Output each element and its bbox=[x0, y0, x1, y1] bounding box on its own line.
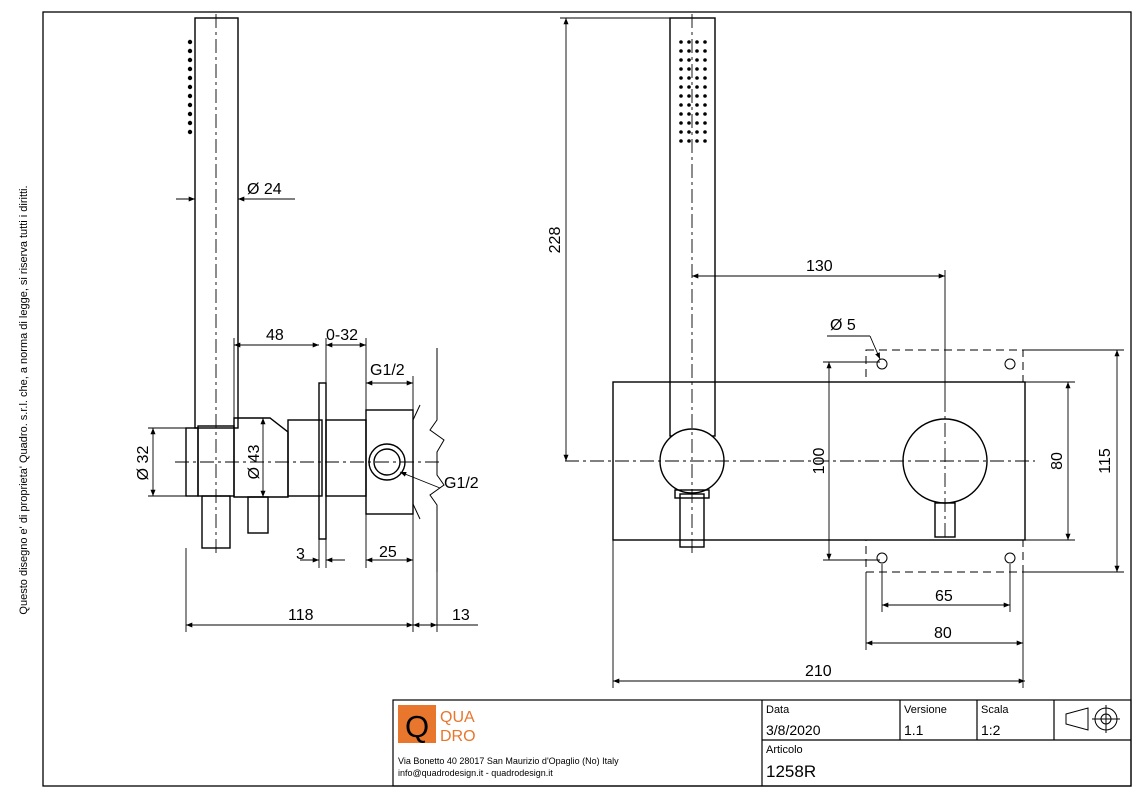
drawing-frame bbox=[42, 11, 1132, 787]
title-block bbox=[392, 699, 1132, 787]
dim-plate-width-210: 210 bbox=[805, 663, 832, 680]
fixing-hole-br bbox=[1004, 552, 1016, 564]
articolo-value: 1258R bbox=[766, 762, 816, 781]
dim-connection-side: G1/2 bbox=[444, 475, 479, 492]
dim-connection-top: G1/2 bbox=[370, 362, 405, 379]
company-contact: info@quadrodesign.it - quadrodesign.it bbox=[398, 768, 553, 778]
dim-body-80-vertical: 80 bbox=[1049, 452, 1066, 470]
dim-back-13: 13 bbox=[452, 607, 470, 624]
articolo-label: Articolo bbox=[766, 744, 803, 756]
dim-holes-65: 65 bbox=[935, 588, 953, 605]
front-view bbox=[612, 17, 1026, 573]
dim-centers-130: 130 bbox=[806, 258, 833, 275]
mixer-neck bbox=[325, 419, 367, 497]
data-label: Data bbox=[766, 704, 790, 716]
front-nozzle-dots bbox=[679, 40, 707, 143]
dim-adjust-0-32: 0-32 bbox=[326, 327, 358, 344]
holder-body bbox=[197, 425, 235, 497]
dim-overall-115: 115 bbox=[1097, 448, 1114, 474]
dim-hand-shower-diameter: Ø 24 bbox=[247, 181, 282, 198]
side-dimension-lines bbox=[148, 196, 478, 632]
fixing-hole-tr bbox=[1004, 358, 1016, 370]
company-address: Via Bonetto 40 28017 San Maurizio d'Opag… bbox=[398, 756, 619, 766]
scala-label: Scala bbox=[981, 704, 1009, 716]
logo-text-top: QUA bbox=[440, 709, 475, 726]
projection-symbol-icon bbox=[1065, 705, 1120, 733]
dim-body-80-horizontal: 80 bbox=[934, 625, 952, 642]
wall-break-line bbox=[429, 348, 445, 572]
mixer-lever-stem bbox=[247, 496, 269, 534]
dim-diameter-32: Ø 32 bbox=[135, 446, 152, 481]
dim-plate-3: 3 bbox=[296, 546, 305, 563]
data-value: 3/8/2020 bbox=[766, 722, 821, 738]
front-dimension-lines bbox=[560, 17, 1124, 688]
nozzle-dots bbox=[187, 39, 193, 135]
side-centerlines bbox=[175, 14, 442, 555]
dim-depth-48: 48 bbox=[266, 327, 284, 344]
dim-height-228: 228 bbox=[547, 227, 564, 254]
mixer-body bbox=[287, 419, 323, 497]
logo-text-bottom: DRO bbox=[440, 728, 476, 745]
hand-shower-tube bbox=[194, 17, 239, 429]
front-centerlines bbox=[565, 14, 1035, 555]
dim-plate-height-100: 100 bbox=[811, 448, 828, 475]
scala-value: 1:2 bbox=[981, 722, 1001, 738]
hand-shower-front bbox=[669, 17, 716, 437]
logo-q-letter: Q bbox=[405, 709, 429, 744]
logo-box bbox=[398, 705, 436, 743]
dim-box-25: 25 bbox=[379, 544, 397, 561]
versione-label: Versione bbox=[904, 704, 947, 716]
dim-hole-diameter-5: Ø 5 bbox=[830, 317, 856, 334]
dim-total-118: 118 bbox=[288, 607, 314, 624]
fixing-hole-bl bbox=[876, 552, 888, 564]
versione-value: 1.1 bbox=[904, 722, 924, 738]
box-hidden-bottom bbox=[865, 539, 1024, 573]
box-hidden-top bbox=[865, 349, 1024, 383]
dim-diameter-43: Ø 43 bbox=[246, 445, 263, 480]
side-view bbox=[185, 17, 445, 572]
fixing-hole-tl bbox=[876, 358, 888, 370]
